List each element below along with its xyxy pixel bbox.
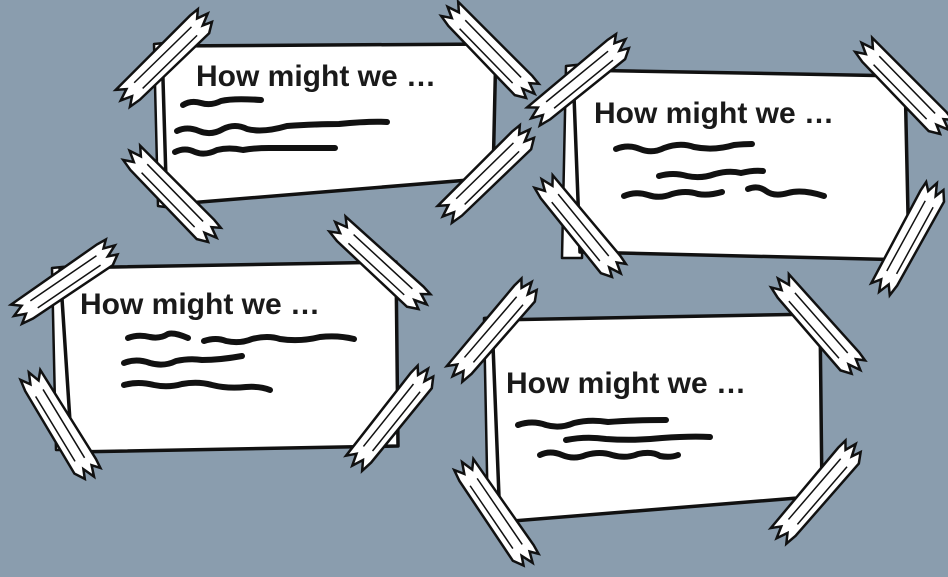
card-1-title: How might we …: [196, 60, 436, 93]
card-3-scribble: [121, 330, 357, 393]
card-4-scribble: [515, 417, 713, 461]
card-4: How might we …: [442, 269, 870, 573]
card-2: How might we …: [522, 29, 948, 301]
card-3: How might we …: [6, 212, 442, 486]
card-1-scribble: [172, 96, 390, 157]
card-3-title: How might we …: [80, 288, 320, 321]
card-1: How might we …: [111, 0, 544, 250]
card-4-title: How might we …: [506, 367, 746, 400]
card-2-title: How might we …: [594, 97, 834, 130]
card-2-scribble: [613, 141, 827, 200]
